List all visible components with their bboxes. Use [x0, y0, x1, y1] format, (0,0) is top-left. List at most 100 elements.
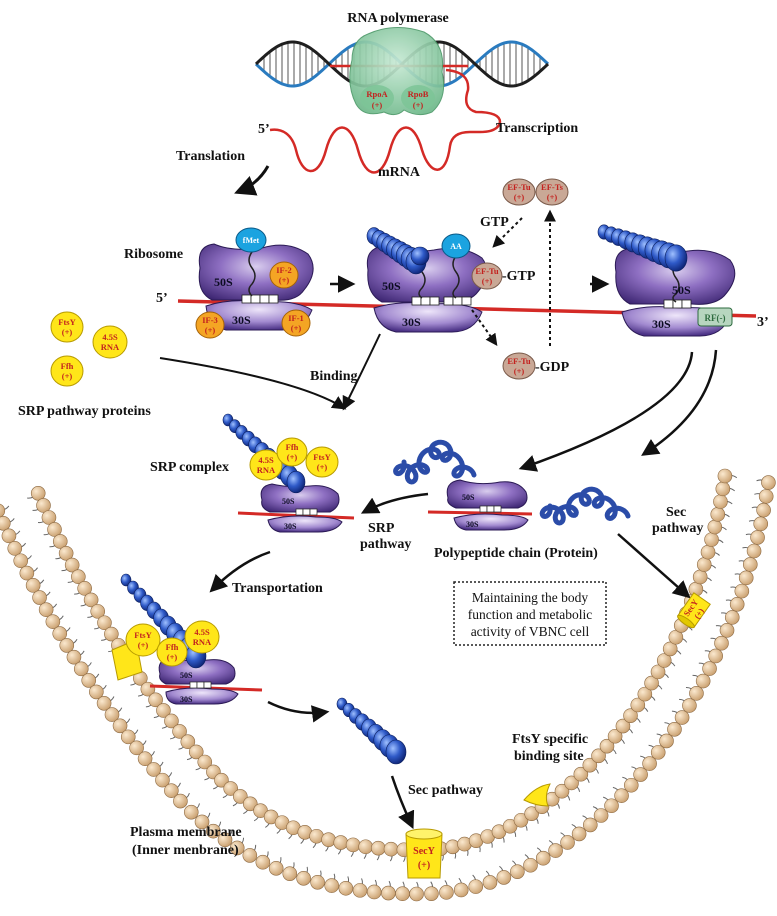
docked-50s: 50S: [180, 671, 193, 680]
arrow-icon: [641, 349, 718, 456]
lipid-head: [662, 641, 678, 657]
rib1-50s: 50S: [214, 275, 233, 289]
ftsy-free-label: FtsY: [58, 317, 75, 327]
arrow-icon: [159, 357, 347, 410]
ftsy-sign: (+): [317, 462, 328, 472]
lipid-tail: [22, 542, 59, 561]
lipid-head: [1, 528, 17, 544]
lipid-tail: [591, 766, 621, 795]
lipid-tail: [599, 756, 631, 785]
rib2-50s: 50S: [382, 279, 401, 293]
lipid-head: [692, 569, 708, 585]
srp-pathway-label-b: pathway: [360, 537, 411, 552]
lipid-head: [13, 553, 29, 569]
lipid-head: [604, 798, 619, 814]
lipid-tail: [388, 850, 393, 892]
ffh-docked-icon: [156, 637, 188, 667]
lipid-head: [761, 475, 776, 490]
amino-acid-bead: [286, 470, 306, 494]
srp-ribosome-50s: [260, 483, 340, 513]
lipid-head: [710, 507, 726, 522]
lipid-tail: [706, 564, 745, 578]
lipid-head: [0, 515, 11, 531]
docked-30s: 30S: [180, 695, 193, 704]
central-mrna: [427, 510, 533, 516]
ef-tu-free-label: EF-Tu: [507, 182, 531, 192]
lipid-head: [66, 649, 82, 665]
lipid-head: [112, 718, 128, 734]
lipid-head: [468, 879, 484, 894]
ef-tu-sign: (+): [482, 276, 493, 286]
lipid-tail: [192, 781, 221, 812]
lipid-tail: [317, 841, 330, 881]
lipid-head: [746, 543, 762, 559]
lipid-tail: [726, 474, 767, 483]
lipid-tail: [155, 742, 187, 769]
fmet-icon: [235, 227, 267, 253]
lipid-head: [591, 748, 606, 764]
lipid-head: [496, 870, 512, 885]
rna45-free-label-b: RNA: [101, 342, 120, 352]
lipid-head: [409, 886, 424, 902]
lipid-tail: [440, 850, 448, 891]
lipid-tail: [250, 818, 271, 855]
lipid-head: [59, 638, 75, 653]
lipid-head: [268, 860, 284, 876]
lipid-head: [282, 866, 298, 881]
arrow-icon: [342, 333, 381, 411]
lipid-tail: [646, 694, 681, 717]
if3-label: IF-3: [202, 315, 218, 325]
lipid-head: [424, 886, 439, 901]
lipid-head: [19, 565, 35, 581]
box-line-3: activity of VBNC cell: [471, 624, 590, 639]
srp-pathway-proteins-label: SRP pathway proteins: [18, 404, 151, 419]
lipid-head: [599, 738, 615, 754]
lipid-tail: [616, 737, 649, 763]
lipid-head: [90, 604, 106, 619]
lipid-head: [593, 808, 609, 823]
rpob-sign: (+): [413, 100, 424, 110]
lipid-head: [333, 835, 349, 850]
lipid-head: [194, 814, 210, 830]
lipid-tail: [402, 851, 406, 892]
lipid-head: [148, 692, 163, 708]
ffh-free-icon: [50, 355, 84, 387]
arrow-icon: [492, 217, 523, 248]
lipid-head: [25, 578, 41, 593]
three-prime-main: 3’: [757, 315, 769, 330]
arrow-icon: [267, 700, 330, 723]
rpoa-label: RpoA: [366, 89, 388, 99]
ef-tu-free-icon: [502, 178, 536, 206]
lipid-head: [623, 708, 638, 723]
lipid-head: [573, 766, 589, 782]
amino-acid-bead: [385, 739, 407, 765]
polypeptide-coil: [539, 486, 631, 526]
gdp-bond-label: -GDP: [535, 360, 570, 375]
lipid-head: [750, 530, 765, 545]
polypeptide-icon: [366, 227, 430, 275]
lipid-head: [233, 789, 248, 804]
lipid-head: [205, 823, 221, 839]
rib3-30s: 30S: [652, 317, 671, 331]
rib1-30s: 30S: [232, 313, 251, 327]
lipid-head: [656, 653, 672, 668]
ffh-docked-sign: (+): [167, 652, 178, 662]
ef-tu-gdp-label: EF-Tu: [507, 356, 531, 366]
lipid-tail: [677, 637, 715, 656]
lipid-head: [32, 590, 47, 605]
srp-30s: 30S: [284, 522, 297, 531]
lipid-head: [513, 812, 529, 828]
central-ribosome-30s: [453, 513, 529, 531]
lipid-tail: [290, 834, 305, 873]
lipid-tail: [82, 646, 118, 669]
ribosome-label: Ribosome: [124, 247, 183, 262]
lipid-head: [674, 710, 690, 725]
srp-ribosome-30s: [267, 515, 343, 533]
ffh-free-label: Ffh: [61, 361, 74, 371]
lipid-tail: [683, 625, 721, 643]
lipid-head: [30, 486, 46, 501]
lipid-head: [607, 728, 623, 744]
lipid-head: [650, 664, 666, 680]
gtp-bond-label: -GTP: [502, 269, 536, 284]
